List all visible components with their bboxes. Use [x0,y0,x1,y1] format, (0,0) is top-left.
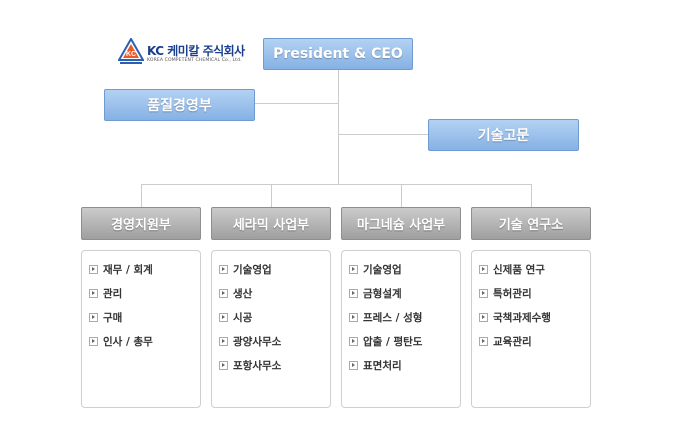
dept-panel-research-lab: 신제품 연구 특허관리 국책과제수행 교육관리 [471,250,591,408]
list-item: 관리 [89,286,122,300]
arrow-right-box-icon [89,312,98,322]
svg-text:KC: KC [126,51,136,58]
list-item: 인사 / 총무 [89,334,153,348]
arrow-right-box-icon [479,336,488,346]
arrow-right-box-icon [479,288,488,298]
list-item-label: 기술영업 [363,263,402,276]
list-item: 생산 [219,286,252,300]
logo-kc-text: KC [147,44,164,58]
list-item: 국책과제수행 [479,310,551,324]
dept-ceramic-business: 세라믹 사업부 [211,207,331,240]
list-item-label: 인사 / 총무 [103,335,153,348]
list-item: 구매 [89,310,122,324]
list-item: 재무 / 회계 [89,262,153,276]
ceo-box: President & CEO [263,38,413,70]
list-item-label: 표면처리 [363,359,402,372]
list-item-label: 광양사무소 [233,335,282,348]
arrow-right-box-icon [479,264,488,274]
arrow-right-box-icon [89,288,98,298]
logo-english-name: KOREA COMPETENT CHEMICAL Co., Ltd. [147,58,242,63]
list-item-label: 구매 [103,311,123,324]
arrow-right-box-icon [479,312,488,322]
list-item: 압출 / 평탄도 [349,334,422,348]
arrow-right-box-icon [349,288,358,298]
list-item-label: 포항사무소 [233,359,282,372]
list-item: 기술영업 [219,262,272,276]
dept-research-lab: 기술 연구소 [471,207,591,240]
list-item: 신제품 연구 [479,262,545,276]
dept-management-support: 경영지원부 [81,207,201,240]
arrow-right-box-icon [89,264,98,274]
list-item: 포항사무소 [219,358,281,372]
list-item-label: 기술영업 [233,263,272,276]
company-logo: KC KC 케미칼 주식회사 KOREA COMPETENT CHEMICAL … [118,38,258,68]
kc-logo-mark-icon: KC [118,38,144,64]
list-item-label: 관리 [103,287,123,300]
arrow-right-box-icon [219,360,228,370]
arrow-right-box-icon [219,288,228,298]
list-item-label: 특허관리 [493,287,532,300]
dept-panel-ceramic-business: 기술영업 생산 시공 광양사무소 포항사무소 [211,250,331,408]
list-item: 프레스 / 성형 [349,310,422,324]
list-item-label: 국책과제수행 [493,311,551,324]
list-item: 교육관리 [479,334,532,348]
arrow-right-box-icon [89,336,98,346]
list-item-label: 금형설계 [363,287,402,300]
arrow-right-box-icon [349,336,358,346]
list-item-label: 재무 / 회계 [103,263,153,276]
logo-company-korean: 케미칼 주식회사 [167,44,245,58]
arrow-right-box-icon [349,360,358,370]
list-item-label: 신제품 연구 [493,263,545,276]
list-item: 표면처리 [349,358,402,372]
arrow-right-box-icon [349,264,358,274]
arrow-right-box-icon [219,336,228,346]
list-item-label: 교육관리 [493,335,532,348]
list-item: 시공 [219,310,252,324]
arrow-right-box-icon [219,264,228,274]
list-item-label: 압출 / 평탄도 [363,335,423,348]
list-item: 금형설계 [349,286,402,300]
technical-advisor-box: 기술고문 [428,119,579,151]
list-item-label: 시공 [233,311,253,324]
list-item-label: 생산 [233,287,253,300]
arrow-right-box-icon [219,312,228,322]
list-item-label: 프레스 / 성형 [363,311,423,324]
logo-company-name: KC 케미칼 주식회사 [147,42,245,59]
quality-management-box: 품질경영부 [104,89,255,121]
dept-panel-management-support: 재무 / 회계 관리 구매 인사 / 총무 [81,250,201,408]
dept-magnesium-business: 마그네슘 사업부 [341,207,461,240]
dept-panel-magnesium-business: 기술영업 금형설계 프레스 / 성형 압출 / 평탄도 표면처리 [341,250,461,408]
list-item: 기술영업 [349,262,402,276]
list-item: 특허관리 [479,286,532,300]
arrow-right-box-icon [349,312,358,322]
list-item: 광양사무소 [219,334,281,348]
